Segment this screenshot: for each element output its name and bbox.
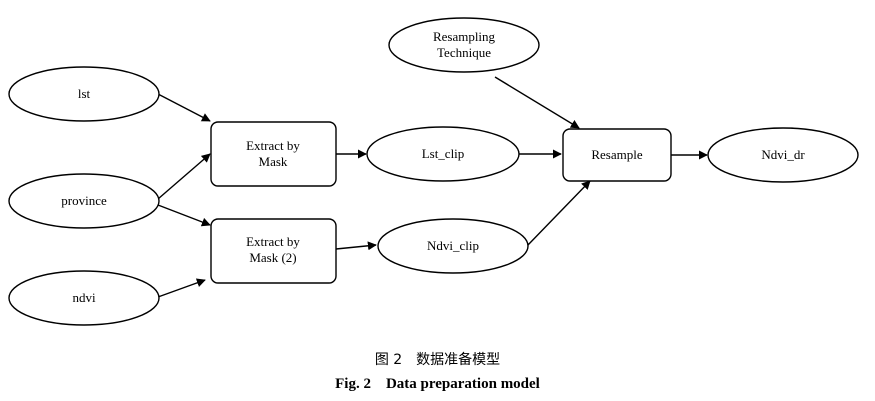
node-lst: lst: [8, 66, 160, 122]
svg-text:ndvi: ndvi: [72, 290, 96, 305]
svg-text:Lst_clip: Lst_clip: [422, 146, 465, 161]
edge-extract2-ndviclip: [335, 241, 377, 251]
svg-text:province: province: [61, 193, 107, 208]
node-province: province: [8, 173, 160, 229]
node-resample: Resample: [562, 128, 672, 182]
edge-province-extract1: [157, 153, 211, 200]
svg-text:lst: lst: [78, 86, 91, 101]
node-lst-clip: Lst_clip: [366, 126, 520, 182]
node-extract-by-mask-2: Extract by Mask (2): [210, 218, 337, 284]
svg-text:Mask: Mask: [259, 154, 288, 169]
edge-resampling-resample: [494, 76, 580, 129]
svg-text:Resampling: Resampling: [433, 29, 496, 44]
node-extract-by-mask: Extract by Mask: [210, 121, 337, 187]
edge-lst-extract1: [157, 93, 211, 122]
svg-text:Resample: Resample: [591, 147, 642, 162]
flow-diagram: lst province ndvi Extract by Mask Extrac…: [8, 17, 859, 326]
caption-chinese: 图 2 数据准备模型: [374, 352, 501, 368]
svg-text:Mask (2): Mask (2): [249, 250, 296, 265]
edge-ndviclip-resample: [526, 180, 591, 247]
node-ndvi-dr: Ndvi_dr: [707, 127, 859, 183]
edge-ndvi-extract2: [157, 278, 206, 298]
svg-text:Extract by: Extract by: [246, 234, 300, 249]
svg-text:Ndvi_dr: Ndvi_dr: [761, 147, 805, 162]
caption-english: Fig. 2 Data preparation model: [335, 376, 540, 392]
node-resampling-technique: Resampling Technique: [388, 17, 540, 73]
node-ndvi: ndvi: [8, 270, 160, 326]
edge-province-extract2: [157, 204, 211, 227]
svg-text:Ndvi_clip: Ndvi_clip: [427, 238, 479, 253]
svg-text:Technique: Technique: [437, 45, 491, 60]
node-ndvi-clip: Ndvi_clip: [377, 218, 529, 274]
svg-text:Extract by: Extract by: [246, 138, 300, 153]
